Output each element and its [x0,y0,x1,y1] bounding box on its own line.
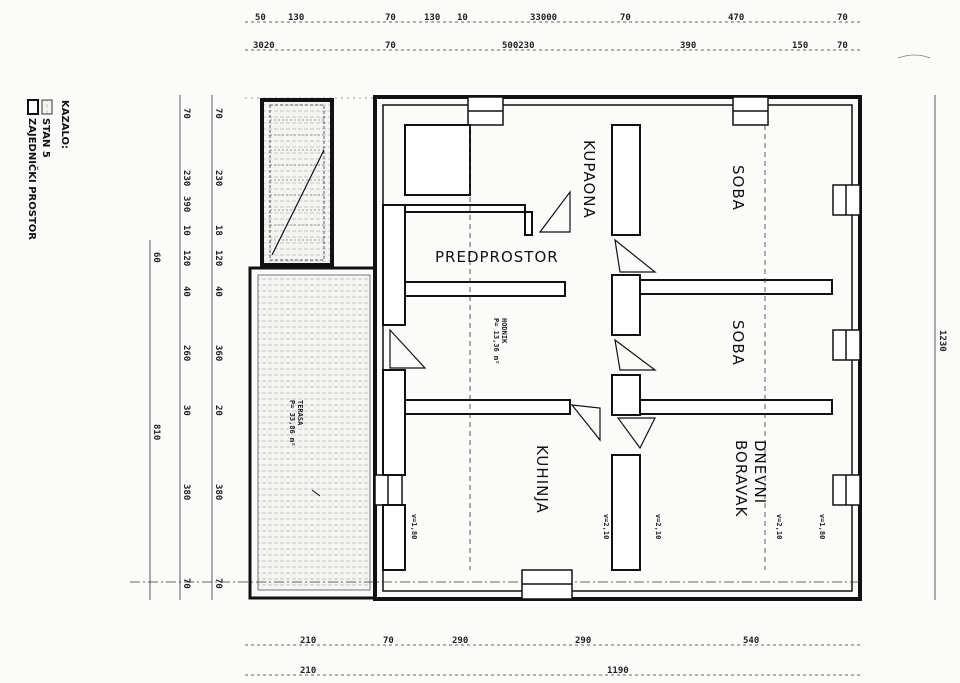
dim-label: 540 [743,636,759,646]
dim-label: 130 [424,13,440,23]
dim-label: 20 [213,405,223,416]
dim-label: 70 [383,636,394,646]
dim-label: 70 [837,13,848,23]
dim-label: 18 [213,225,223,236]
top-dim-row1: 50 130 70 130 10 33000 70 470 70 [255,13,848,23]
dim-label: 210 [300,636,316,646]
terrace-label: TERASA [296,400,304,426]
dim-label: 70 [620,13,631,23]
dim-label: 230 [181,170,191,186]
dim-label: 50 [255,13,266,23]
room-label-dnevni: DNEVNI [751,440,769,504]
dim-label: 40 [181,286,191,297]
dim-label: 390 [181,196,191,212]
dim-label: 30 [181,405,191,416]
room-label-soba-top: SOBA [729,165,747,211]
terrace: TERASA P= 33,86 m² [248,266,377,600]
dim-label: 10 [457,13,468,23]
dim-label: 70 [213,108,223,119]
room-label-kupaona: KUPAONA [580,140,598,219]
legend-swatch-common [27,99,39,115]
room-label-predprostor: PREDPROSTOR [435,248,559,266]
dim-label: 60 [151,252,161,263]
height-label: v=2,10 [602,514,610,539]
room-label-boravak: BORAVAK [732,440,750,518]
bottom-dim-row2: 210 1190 [300,666,629,676]
left-dim-col2: 70 230 18 120 40 360 20 380 70 [213,108,223,589]
staircase [260,98,334,267]
bottom-dim-row1: 210 70 290 290 540 [300,636,759,646]
dashed-guides [469,125,766,570]
legend-item-common: ZAJEDNIČKI PROSTOR [26,118,39,240]
height-label: v=2,10 [775,514,783,539]
dim-label: 70 [181,108,191,119]
dim-label: 70 [181,578,191,589]
dim-label: 210 [300,666,316,676]
dim-label: 40 [213,286,223,297]
room-label-kuhinja: KUHINJA [533,445,551,514]
dim-label: 500230 [502,41,535,51]
legend: KAZALO: STAN 5 ZAJEDNIČKI PROSTOR [26,99,70,240]
height-labels: v=1,80 v=2,10 v=2,10 v=2,10 v=1,80 [410,514,826,539]
dim-label: 230 [213,170,223,186]
room-label-soba-mid: SOBA [729,320,747,366]
top-dim-row2: 3020 70 500230 390 150 70 [253,41,848,51]
dim-label: 380 [181,484,191,500]
left-dimension-lines [149,95,213,600]
dim-label: 470 [728,13,744,23]
bottom-dimension-lines [245,644,860,676]
dim-label: 70 [385,41,396,51]
dim-label: 290 [452,636,468,646]
dim-label: 120 [213,250,223,266]
dim-label: 70 [837,41,848,51]
height-label: v=1,80 [818,514,826,539]
height-label: v=2,10 [654,514,662,539]
legend-title: KAZALO: [59,100,70,149]
dim-label: 70 [385,13,396,23]
room-label-hodnik-area: P= 13,36 m² [492,318,500,364]
interior-walls [382,124,833,571]
dim-label: 3020 [253,41,275,51]
left-dim-col3: 60 810 [151,252,161,440]
dim-label: 360 [213,345,223,361]
dim-label: 1190 [607,666,629,676]
legend-item-stan5: STAN 5 [40,118,51,158]
dim-label: 1230 [937,330,947,352]
dim-label: 390 [680,41,696,51]
dim-label: 70 [213,578,223,589]
left-dim-col1: 70 230 390 10 120 40 260 30 380 70 [181,108,191,589]
terrace-area: P= 33,86 m² [288,400,296,446]
top-dimensions [245,21,860,99]
dim-label: 130 [288,13,304,23]
legend-swatch-stan5 [41,99,53,115]
dim-label: 380 [213,484,223,500]
dim-label: 120 [181,250,191,266]
dim-label: 150 [792,41,808,51]
dim-label: 290 [575,636,591,646]
height-label: v=1,80 [410,514,418,539]
dim-label: 33000 [530,13,557,23]
dim-label: 810 [151,424,161,440]
right-dimension: 1230 [897,54,947,600]
dim-label: 260 [181,345,191,361]
room-labels: KUPAONA SOBA SOBA PREDPROSTOR HODNIK P= … [435,140,769,518]
room-label-hodnik: HODNIK [500,318,508,344]
dim-label: 10 [181,225,191,236]
doors [389,190,657,450]
